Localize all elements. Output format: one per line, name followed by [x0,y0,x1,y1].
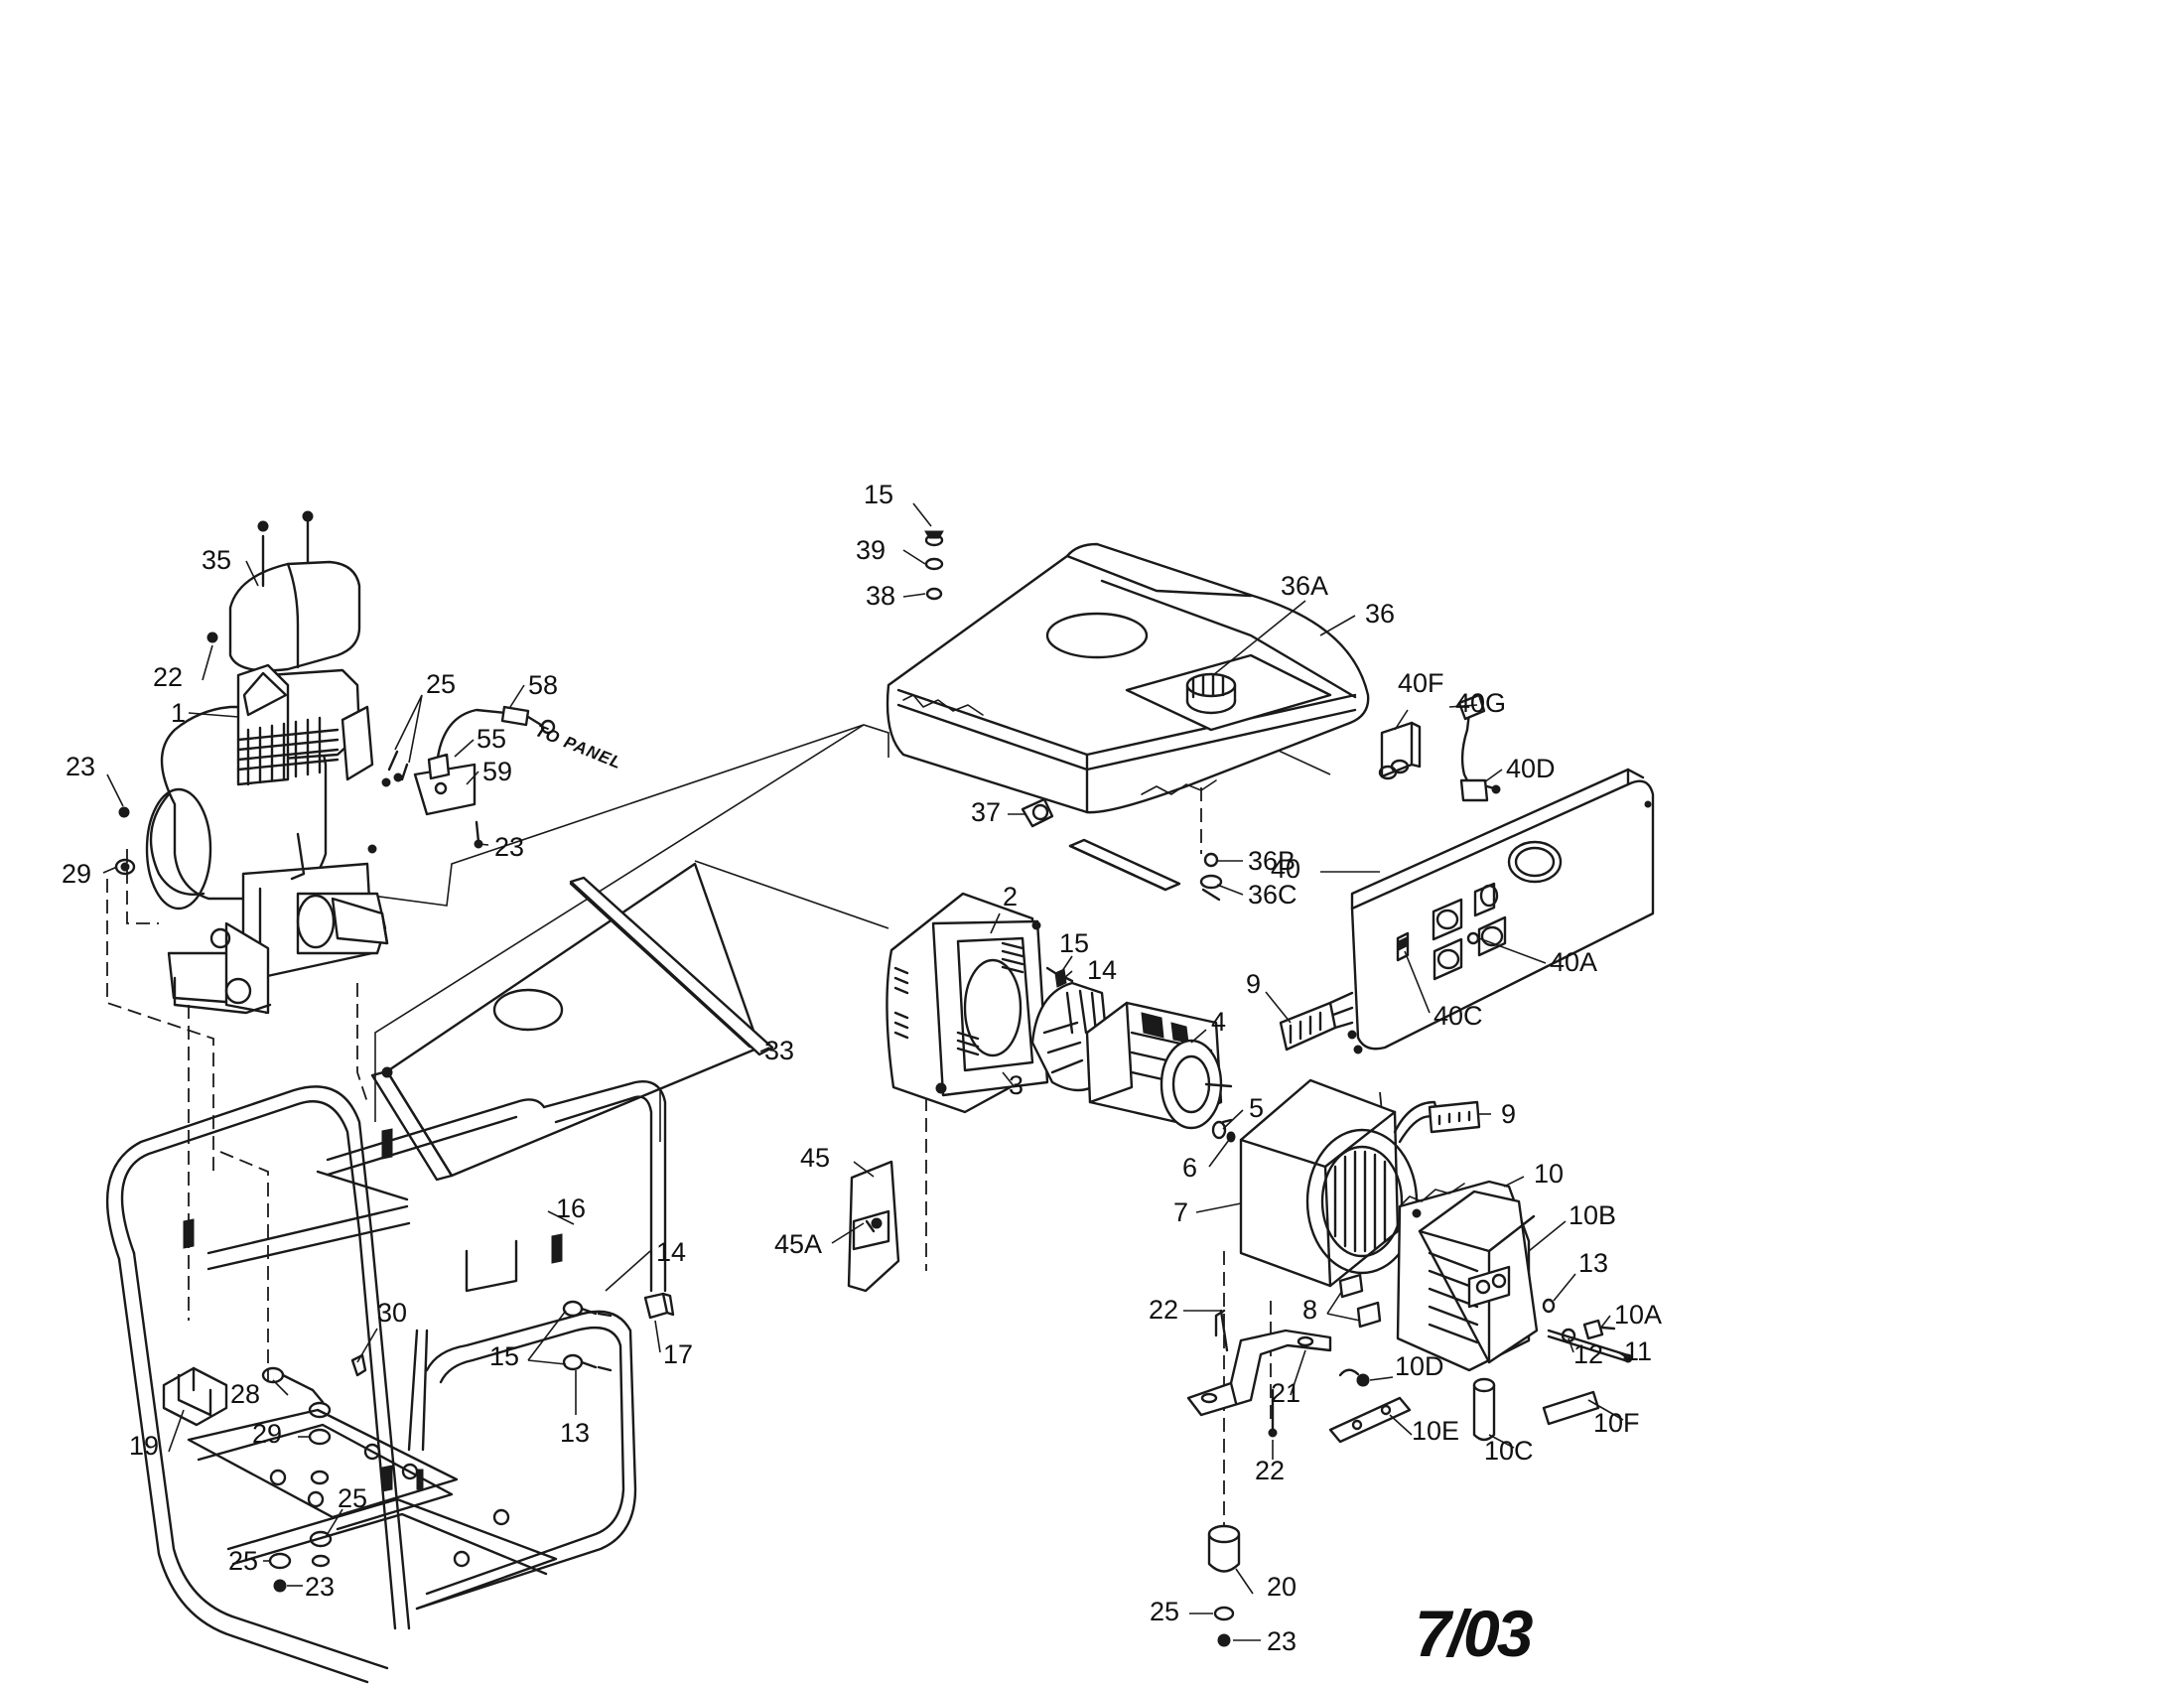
callout-9a: 9 [1246,969,1261,999]
callout-58: 58 [528,670,558,700]
callout-19: 19 [129,1431,159,1461]
callout-40c: 40C [1433,1001,1483,1031]
to-panel-note: TO PANEL [533,721,625,772]
callout-10: 10 [1534,1159,1564,1189]
callout-25c: 25 [228,1546,258,1576]
callout-37: 37 [971,797,1001,827]
fuel-hardware [1021,797,1223,902]
callout-14b: 14 [656,1237,686,1267]
callout-13a: 13 [1578,1248,1608,1278]
callout-45a: 45A [774,1229,822,1259]
panel-components [1378,693,1501,802]
callout-28: 28 [230,1379,260,1409]
revision-date-code: 7/03 [1415,1597,1533,1670]
support-bracket-21 [1186,1309,1332,1438]
callout-15c: 15 [489,1341,519,1371]
wire-harness-58 [435,705,556,767]
tubular-frame [105,1080,667,1684]
callout-8: 8 [1302,1295,1317,1325]
stator-housing-7 [1239,1078,1481,1329]
callout-59: 59 [482,757,512,786]
callout-15b: 15 [1059,928,1089,958]
callout-20: 20 [1267,1572,1297,1602]
callout-7: 7 [1173,1197,1188,1227]
callout-25b: 25 [338,1483,367,1513]
callout-13b: 13 [560,1418,590,1448]
callout-leader-lines [102,502,1629,1641]
callout-9b: 9 [1501,1099,1516,1129]
callout-14a: 14 [1087,955,1117,985]
rotor-bolt-washer [1211,1118,1236,1143]
frame-hardware [261,1292,675,1593]
callout-29a: 29 [62,859,91,889]
adapter-vents [893,941,1024,1056]
callout-2: 2 [1003,882,1018,912]
callout-1: 1 [171,698,186,728]
callout-40a: 40A [1550,947,1597,977]
air-baffle-45 [847,1160,900,1293]
callout-23a: 23 [66,752,95,781]
callout-16: 16 [556,1193,586,1223]
air-cleaner-cover [206,510,361,672]
callout-23d: 23 [1267,1626,1297,1656]
callout-10b: 10B [1569,1200,1616,1230]
callout-15a: 15 [864,480,893,509]
fuel-cap-36a [1185,672,1237,715]
callout-25d: 25 [1150,1597,1179,1626]
callout-45: 45 [800,1143,830,1173]
callout-25a: 25 [426,669,456,699]
callout-22c: 22 [1255,1456,1285,1485]
end-bell-hardware [1542,1298,1633,1363]
adapter-hardware [1045,966,1074,988]
fuel-tank-36 [886,530,1370,814]
callout-22a: 22 [153,662,183,692]
accessory-parts [1328,1368,1600,1444]
callout-23c: 23 [305,1572,335,1602]
callout-21: 21 [1271,1378,1300,1408]
engine-adapter-2 [886,892,1049,1114]
callout-22b: 22 [1149,1295,1178,1325]
cylinder-fins [236,716,340,786]
callout-33: 33 [764,1036,794,1065]
callout-36a: 36A [1281,571,1328,601]
callout-10a: 10A [1614,1300,1662,1330]
callout-30: 30 [377,1298,407,1328]
end-bell-10 [1396,1180,1539,1372]
callout-39: 39 [856,535,886,565]
control-panel-40 [1279,768,1655,1054]
callout-11: 11 [1624,1336,1652,1366]
callout-38: 38 [866,581,895,611]
engine [145,663,389,1015]
callout-40: 40 [1271,854,1300,884]
callout-36c: 36C [1248,880,1297,910]
callout-10e: 10E [1412,1416,1459,1446]
callout-36: 36 [1365,599,1395,629]
callout-4: 4 [1211,1007,1226,1037]
callout-36b: 36B [1248,846,1296,876]
vibration-mount-20 [1207,1524,1241,1647]
callout-17: 17 [663,1339,693,1369]
callout-6: 6 [1182,1153,1197,1183]
rotor-4 [1030,981,1233,1130]
mounting-bracket-59 [387,750,477,816]
motor-mount-19 [162,1366,228,1427]
mounting-shelf-33 [370,862,774,1182]
callout-10f: 10F [1593,1408,1640,1438]
callout-10d: 10D [1395,1351,1444,1381]
callout-40g: 40G [1455,688,1506,718]
callout-5: 5 [1249,1093,1264,1123]
callout-10c: 10C [1484,1436,1534,1466]
callout-12: 12 [1573,1339,1603,1369]
callout-29b: 29 [252,1419,282,1449]
callout-40d: 40D [1506,754,1556,783]
callout-23b: 23 [494,832,524,862]
callout-35: 35 [202,545,231,575]
callout-3: 3 [1009,1070,1024,1100]
callout-55: 55 [477,724,506,754]
callout-40f: 40F [1398,668,1444,698]
stator-windings [1333,1150,1387,1253]
engine-side-hardware [114,772,483,876]
